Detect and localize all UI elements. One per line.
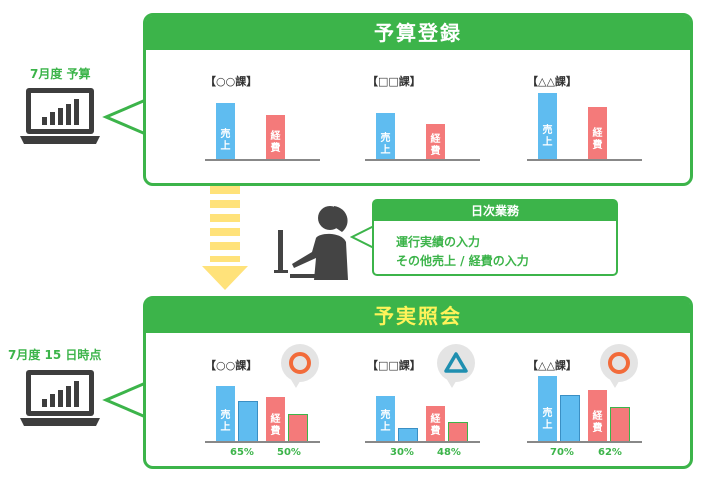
expense-percentage: 50%	[277, 447, 301, 458]
chart-baseline	[365, 159, 480, 161]
down-arrow	[202, 186, 248, 290]
budget-dept-label: 【□□課】	[367, 75, 421, 88]
expense-percentage: 62%	[598, 447, 622, 458]
actual-title: 予実照会	[146, 299, 690, 333]
expense-bar-label: 経費	[592, 128, 603, 151]
evaluation-bubble	[600, 344, 638, 382]
expense-actual-bar	[288, 414, 308, 442]
expense-percentage: 48%	[437, 447, 461, 458]
chart-baseline	[205, 441, 320, 443]
sales-bar-label: 売上	[220, 410, 231, 433]
chart-baseline	[365, 441, 480, 443]
circle-icon	[289, 352, 311, 374]
sales-budget-bar	[376, 396, 395, 442]
actual-dept-label: 【△△課】	[527, 359, 577, 372]
sales-bar	[376, 113, 395, 160]
chart-baseline	[205, 159, 320, 161]
laptop-chart-icon	[20, 370, 100, 426]
budget-period-label: 7月度 予算	[30, 67, 91, 81]
sales-actual-bar	[238, 401, 258, 442]
evaluation-bubble	[437, 344, 475, 382]
expense-actual-bar	[610, 407, 630, 442]
sales-percentage: 70%	[550, 447, 574, 458]
expense-bar-label: 経費	[430, 414, 441, 437]
budget-title: 予算登録	[146, 16, 690, 50]
sales-bar-label: 売上	[220, 129, 231, 152]
expense-bar-label: 経費	[270, 414, 281, 437]
sales-percentage: 65%	[230, 447, 254, 458]
actual-dept-label: 【○○課】	[205, 359, 258, 372]
expense-budget-bar	[266, 397, 285, 442]
sales-percentage: 30%	[390, 447, 414, 458]
sales-budget-bar	[538, 376, 557, 442]
expense-bar-label: 経費	[430, 134, 441, 157]
actual-dept-label: 【□□課】	[367, 359, 421, 372]
laptop-chart-icon	[20, 88, 100, 144]
sales-actual-bar	[560, 395, 580, 442]
sales-actual-bar	[398, 428, 418, 442]
triangle-icon	[444, 352, 468, 373]
expense-actual-bar	[448, 422, 468, 442]
expense-bar	[588, 107, 607, 160]
circle-icon	[608, 352, 630, 374]
budget-dept-label: 【△△課】	[527, 75, 577, 88]
sales-bar-label: 売上	[380, 410, 391, 433]
person-at-computer-icon	[274, 206, 348, 280]
sales-bar	[538, 93, 557, 160]
budget-dept-label: 【○○課】	[205, 75, 258, 88]
daily-task-item: 運行実績の入力	[396, 235, 481, 249]
actual-period-label: 7月度 15 日時点	[8, 348, 102, 362]
sales-bar-label: 売上	[542, 125, 553, 148]
evaluation-bubble	[281, 344, 319, 382]
sales-bar	[216, 103, 235, 160]
chart-baseline	[527, 159, 642, 161]
expense-bar	[426, 124, 445, 160]
chart-baseline	[527, 441, 642, 443]
daily-task-item: その他売上 / 経費の入力	[396, 254, 529, 268]
daily-task-title: 日次業務	[374, 201, 616, 221]
sales-bar-label: 売上	[542, 408, 553, 431]
expense-budget-bar	[588, 390, 607, 442]
daily-task-box: 日次業務	[372, 199, 618, 276]
expense-budget-bar	[426, 406, 445, 442]
expense-bar	[266, 115, 285, 160]
expense-bar-label: 経費	[270, 131, 281, 154]
sales-budget-bar	[216, 386, 235, 442]
sales-bar-label: 売上	[380, 133, 391, 156]
expense-bar-label: 経費	[592, 411, 603, 434]
